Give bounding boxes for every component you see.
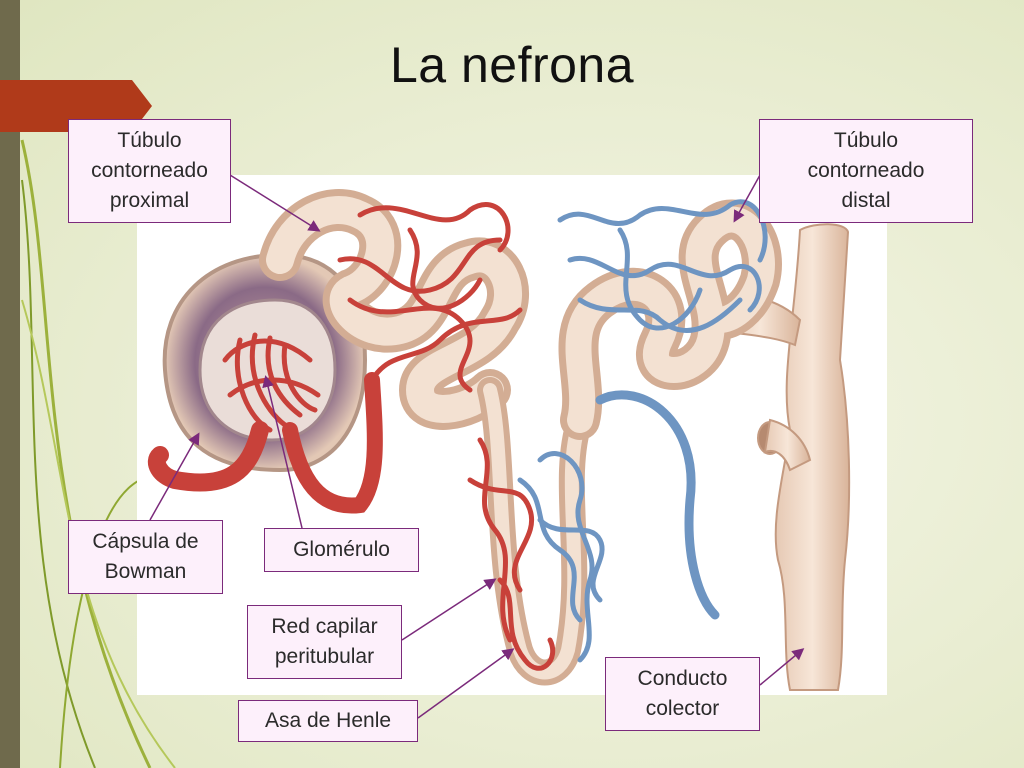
arterioles-shape xyxy=(147,372,383,514)
collecting-duct-leader xyxy=(759,648,805,686)
label-bowman-capsule: Cápsula de Bowman xyxy=(68,520,223,594)
loop-of-henle-leader xyxy=(417,648,515,719)
proximal-tubule-shape xyxy=(259,189,529,430)
bowman-capsule-leader xyxy=(149,432,200,521)
label-peritubular-network: Red capilar peritubular xyxy=(247,605,402,679)
label-glomerulus: Glomérulo xyxy=(264,528,419,572)
label-loop-of-henle: Asa de Henle xyxy=(238,700,418,742)
label-collecting-duct: Conducto colector xyxy=(605,657,760,731)
slide-left-bar xyxy=(0,0,20,768)
glomerulus-leader xyxy=(262,375,303,529)
peritubular-network-leader xyxy=(401,578,497,641)
loop-of-henle-shape xyxy=(477,377,593,686)
proximal-tubule-leader xyxy=(229,174,321,232)
label-distal-tubule: Túbulo contorneado distal xyxy=(759,119,973,223)
blue-capillaries-shape xyxy=(517,199,768,663)
glomerulus-shape xyxy=(222,332,321,433)
label-proximal-tubule: Túbulo contorneado proximal xyxy=(68,119,231,223)
distal-tubule-leader xyxy=(733,174,761,223)
slide-title: La nefrona xyxy=(389,37,635,93)
red-capillaries-shape xyxy=(337,202,556,671)
